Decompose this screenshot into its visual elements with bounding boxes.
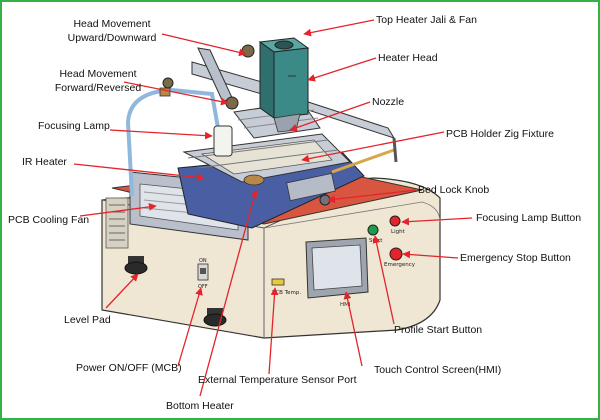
label-head-updown-line2: Upward/Downward [67, 32, 157, 44]
pcb-temp-port[interactable] [271, 278, 285, 286]
focusing-lamp [213, 125, 233, 157]
label-level-pad: Level Pad [64, 314, 111, 326]
on-text: ON [199, 258, 207, 264]
pcb-fixture [182, 133, 352, 202]
label-touch-screen: Touch Control Screen(HMI) [374, 364, 502, 376]
label-power-switch: Power ON/OFF (MCB) [76, 362, 182, 374]
updown-knob[interactable] [241, 44, 255, 58]
level-pad-left [124, 256, 148, 275]
start-button[interactable] [367, 224, 379, 236]
emergency-button[interactable] [389, 247, 403, 261]
off-text: OFF [198, 284, 208, 290]
heater-head [258, 37, 310, 119]
label-bottom-heater: Bottom Heater [166, 400, 234, 412]
label-focusing-lamp: Focusing Lamp [38, 120, 110, 132]
label-top-heater: Top Heater Jali & Fan [376, 14, 477, 26]
label-pcb-cooling-fan: PCB Cooling Fan [8, 214, 90, 226]
label-head-fwd-line1: Head Movement [59, 68, 137, 80]
label-head-fwd-line2: Forward/Reversed [54, 82, 142, 94]
emergency-button-text: Emergency [384, 262, 416, 268]
light-button[interactable] [389, 215, 401, 227]
label-head-updown-line1: Head Movement [73, 18, 151, 30]
hmi-text: HMI [340, 302, 351, 308]
label-profile-start: Profile Start Button [394, 324, 483, 336]
label-ext-temp-port: External Temperature Sensor Port [198, 374, 357, 386]
side-vent-panel [105, 197, 129, 249]
leader-arrows [73, 19, 473, 397]
light-button-text: Light [391, 229, 406, 235]
label-ir-heater: IR Heater [22, 156, 67, 168]
label-bed-lock-knob: Bed Lock Knob [418, 184, 490, 196]
label-nozzle: Nozzle [372, 96, 405, 108]
pcb-temp-text: PCB Temp. [272, 290, 301, 296]
label-heater-head: Heater Head [378, 52, 438, 64]
cooling-tube [125, 87, 220, 197]
label-focusing-lamp-button: Focusing Lamp Button [476, 212, 582, 224]
label-emergency-stop: Emergency Stop Button [460, 252, 571, 264]
side-knob[interactable] [162, 77, 174, 89]
bed-rod [331, 148, 395, 174]
touch-screen[interactable] [305, 237, 369, 299]
tube-clamp [159, 87, 171, 97]
label-pcb-holder: PCB Holder Zig Fixture [446, 128, 554, 140]
power-switch-lever[interactable] [200, 268, 206, 274]
